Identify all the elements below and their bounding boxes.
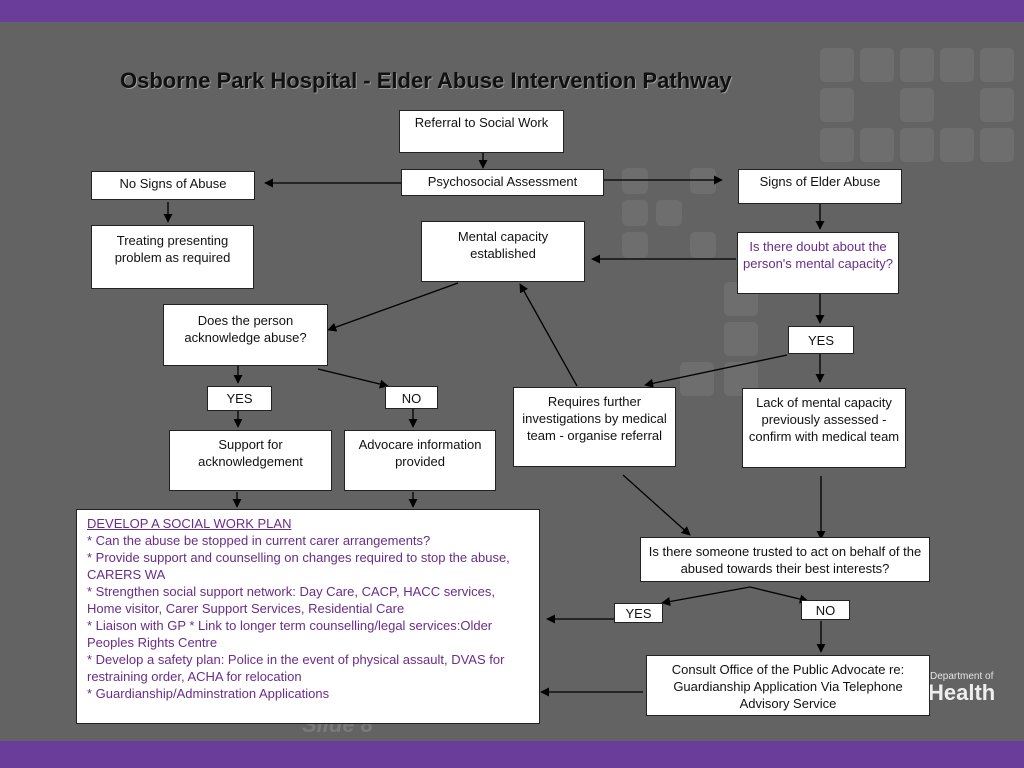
no-box-trusted: NO (801, 600, 850, 620)
support-box: Support for acknowledgement (169, 430, 332, 491)
further-investigations-box: Requires further investigations by medic… (513, 387, 676, 467)
plan-item: * Liaison with GP * Link to longer term … (87, 618, 493, 650)
top-band (0, 0, 1024, 22)
mental-capacity-box: Mental capacity established (421, 221, 585, 282)
trusted-person-box: Is there someone trusted to act on behal… (640, 537, 930, 582)
bottom-band (0, 741, 1024, 768)
no-signs-box: No Signs of Abuse (91, 171, 255, 200)
acknowledge-box: Does the person acknowledge abuse? (163, 304, 328, 366)
treating-box: Treating presenting problem as required (91, 225, 254, 289)
yes-box-trusted: YES (614, 603, 663, 623)
consult-advocate-box: Consult Office of the Public Advocate re… (646, 655, 930, 716)
plan-item: * Provide support and counselling on cha… (87, 550, 510, 582)
department-logo-health: Health (928, 680, 996, 705)
page-title: Osborne Park Hospital - Elder Abuse Inte… (120, 68, 732, 93)
department-logo-small: Department of (930, 671, 994, 682)
referral-box: Referral to Social Work (399, 110, 564, 153)
plan-item: * Can the abuse be stopped in current ca… (87, 533, 431, 548)
yes-box-acknowledge: YES (207, 386, 272, 411)
advocare-box: Advocare information provided (344, 430, 496, 491)
social-work-plan-box: DEVELOP A SOCIAL WORK PLAN * Can the abu… (76, 509, 540, 724)
lack-capacity-box: Lack of mental capacity previously asses… (742, 388, 906, 468)
plan-item: * Strengthen social support network: Day… (87, 584, 495, 616)
signs-box: Signs of Elder Abuse (738, 169, 902, 204)
psychosocial-box: Psychosocial Assessment (401, 169, 604, 196)
yes-box-capacity: YES (788, 326, 854, 354)
doubt-box: Is there doubt about the person's mental… (737, 232, 899, 294)
no-box-acknowledge: NO (385, 386, 438, 409)
plan-item: * Guardianship/Adminstration Application… (87, 686, 330, 701)
plan-item: * Develop a safety plan: Police in the e… (87, 652, 505, 684)
plan-heading: DEVELOP A SOCIAL WORK PLAN (87, 516, 292, 531)
